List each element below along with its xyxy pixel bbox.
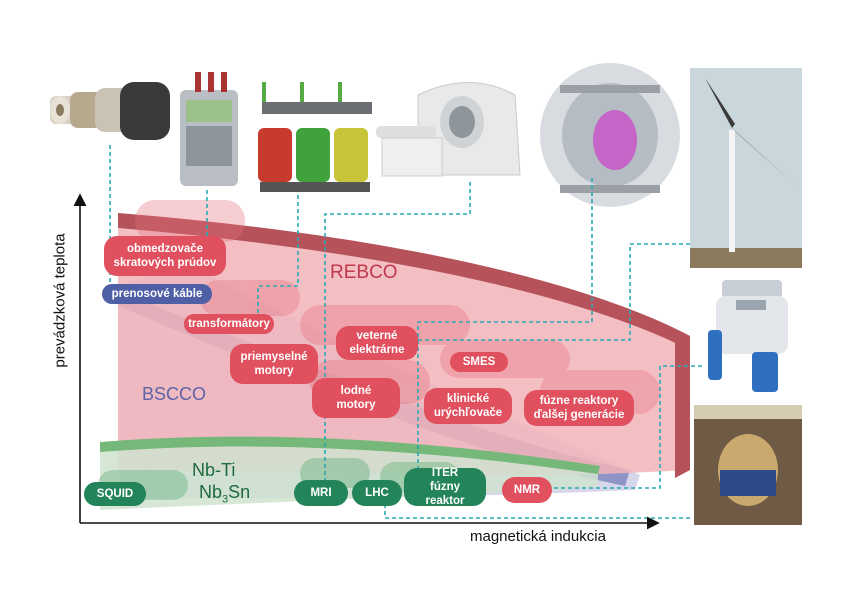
bscco-label: BSCCO (142, 384, 207, 404)
wind-turbine-photo (690, 68, 802, 268)
app-mri: MRI (294, 480, 348, 506)
lhc-tunnel-photo (694, 405, 802, 525)
current-limiter-illustration (180, 72, 238, 186)
rebco-label: REBCO (330, 262, 398, 283)
nb3sn-subscript: 3 (222, 493, 229, 506)
app-ship-motors: lodné motory (312, 378, 400, 418)
app-wind-turbines: veterné elektrárne (336, 326, 418, 360)
x-axis-label: magnetická indukcia (470, 528, 606, 545)
y-axis-label: prevádzková teplota (51, 233, 69, 368)
connector-lines (109, 145, 702, 519)
rebco-band (118, 213, 690, 350)
app-squid: SQUID (84, 482, 146, 506)
rebco-edge (675, 336, 690, 478)
app-lhc: LHC (352, 480, 402, 506)
app-smes: SMES (450, 352, 508, 372)
app-iter: ITER fúzny reaktor (404, 467, 486, 507)
app-transformers: transformátory (184, 314, 274, 334)
nmr-spectrometer-illustration (708, 280, 788, 392)
fusion-reactor-illustration (540, 63, 680, 207)
nb3sn-prefix: Nb (199, 482, 223, 502)
power-cable-illustration (50, 82, 170, 140)
app-clinical-accelerators: klinické urýchľovače (424, 388, 512, 424)
transformer-illustration (258, 82, 372, 192)
app-industrial-motors: priemyselné motory (230, 344, 318, 384)
nb3sn-suffix: Sn (228, 482, 251, 502)
app-current-limiters: obmedzovače skratových prúdov (104, 236, 226, 276)
lts-band (100, 436, 600, 474)
app-power-cables: prenosové káble (102, 284, 212, 304)
app-nmr: NMR (502, 477, 552, 503)
nb3sn-label: Nb3Sn (199, 482, 250, 506)
mri-scanner-illustration (376, 82, 521, 177)
nbti-label: Nb-Ti (192, 460, 236, 480)
app-next-gen-fusion: fúzne reaktory ďalšej generácie (524, 390, 634, 426)
